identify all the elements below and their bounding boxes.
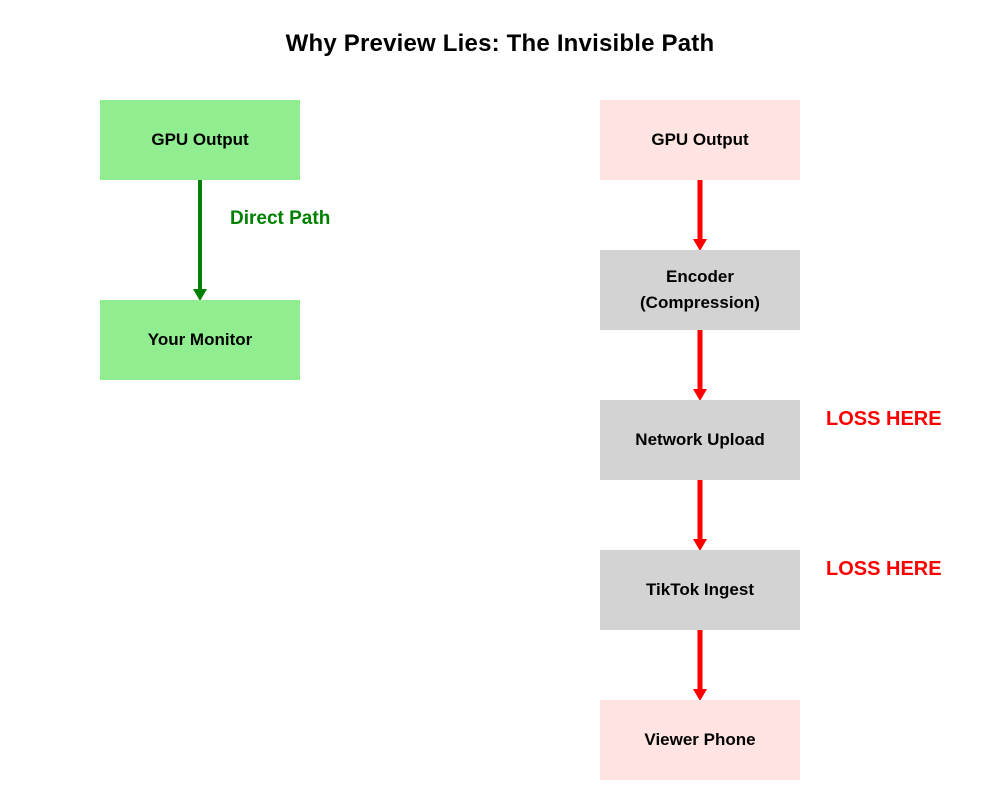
loss-annotation-tiktok-ingest: LOSS HERE bbox=[826, 558, 942, 580]
loss-annotation-network-upload: LOSS HERE bbox=[826, 408, 942, 430]
stream-arrow-3 bbox=[693, 480, 707, 551]
node-label: Viewer Phone bbox=[644, 730, 756, 749]
node-label: Your Monitor bbox=[147, 330, 253, 349]
stream-arrow-4 bbox=[693, 630, 707, 701]
stream-arrow-2 bbox=[693, 330, 707, 401]
node-network-upload: Network Upload bbox=[600, 400, 800, 480]
node-label: TikTok Ingest bbox=[645, 580, 754, 599]
node-encoder-compression: Encoder (Compression) bbox=[600, 250, 800, 330]
stream-arrow-1 bbox=[693, 180, 707, 251]
node-label: GPU Output bbox=[151, 130, 249, 149]
node-label: Encoder (Compression) bbox=[640, 267, 760, 312]
diagram-title: Why Preview Lies: The Invisible Path bbox=[285, 30, 715, 57]
node-gpu-output-stream: GPU Output bbox=[600, 100, 800, 180]
direct-path-arrow-label: Direct Path bbox=[230, 208, 331, 229]
node-viewer-phone: Viewer Phone bbox=[600, 700, 800, 780]
node-label: GPU Output bbox=[651, 130, 749, 149]
node-label: Network Upload bbox=[635, 430, 765, 449]
node-tiktok-ingest: TikTok Ingest bbox=[600, 550, 800, 630]
node-gpu-output-direct: GPU Output bbox=[100, 100, 300, 180]
direct-path-arrow bbox=[193, 180, 207, 301]
node-your-monitor: Your Monitor bbox=[100, 300, 300, 380]
